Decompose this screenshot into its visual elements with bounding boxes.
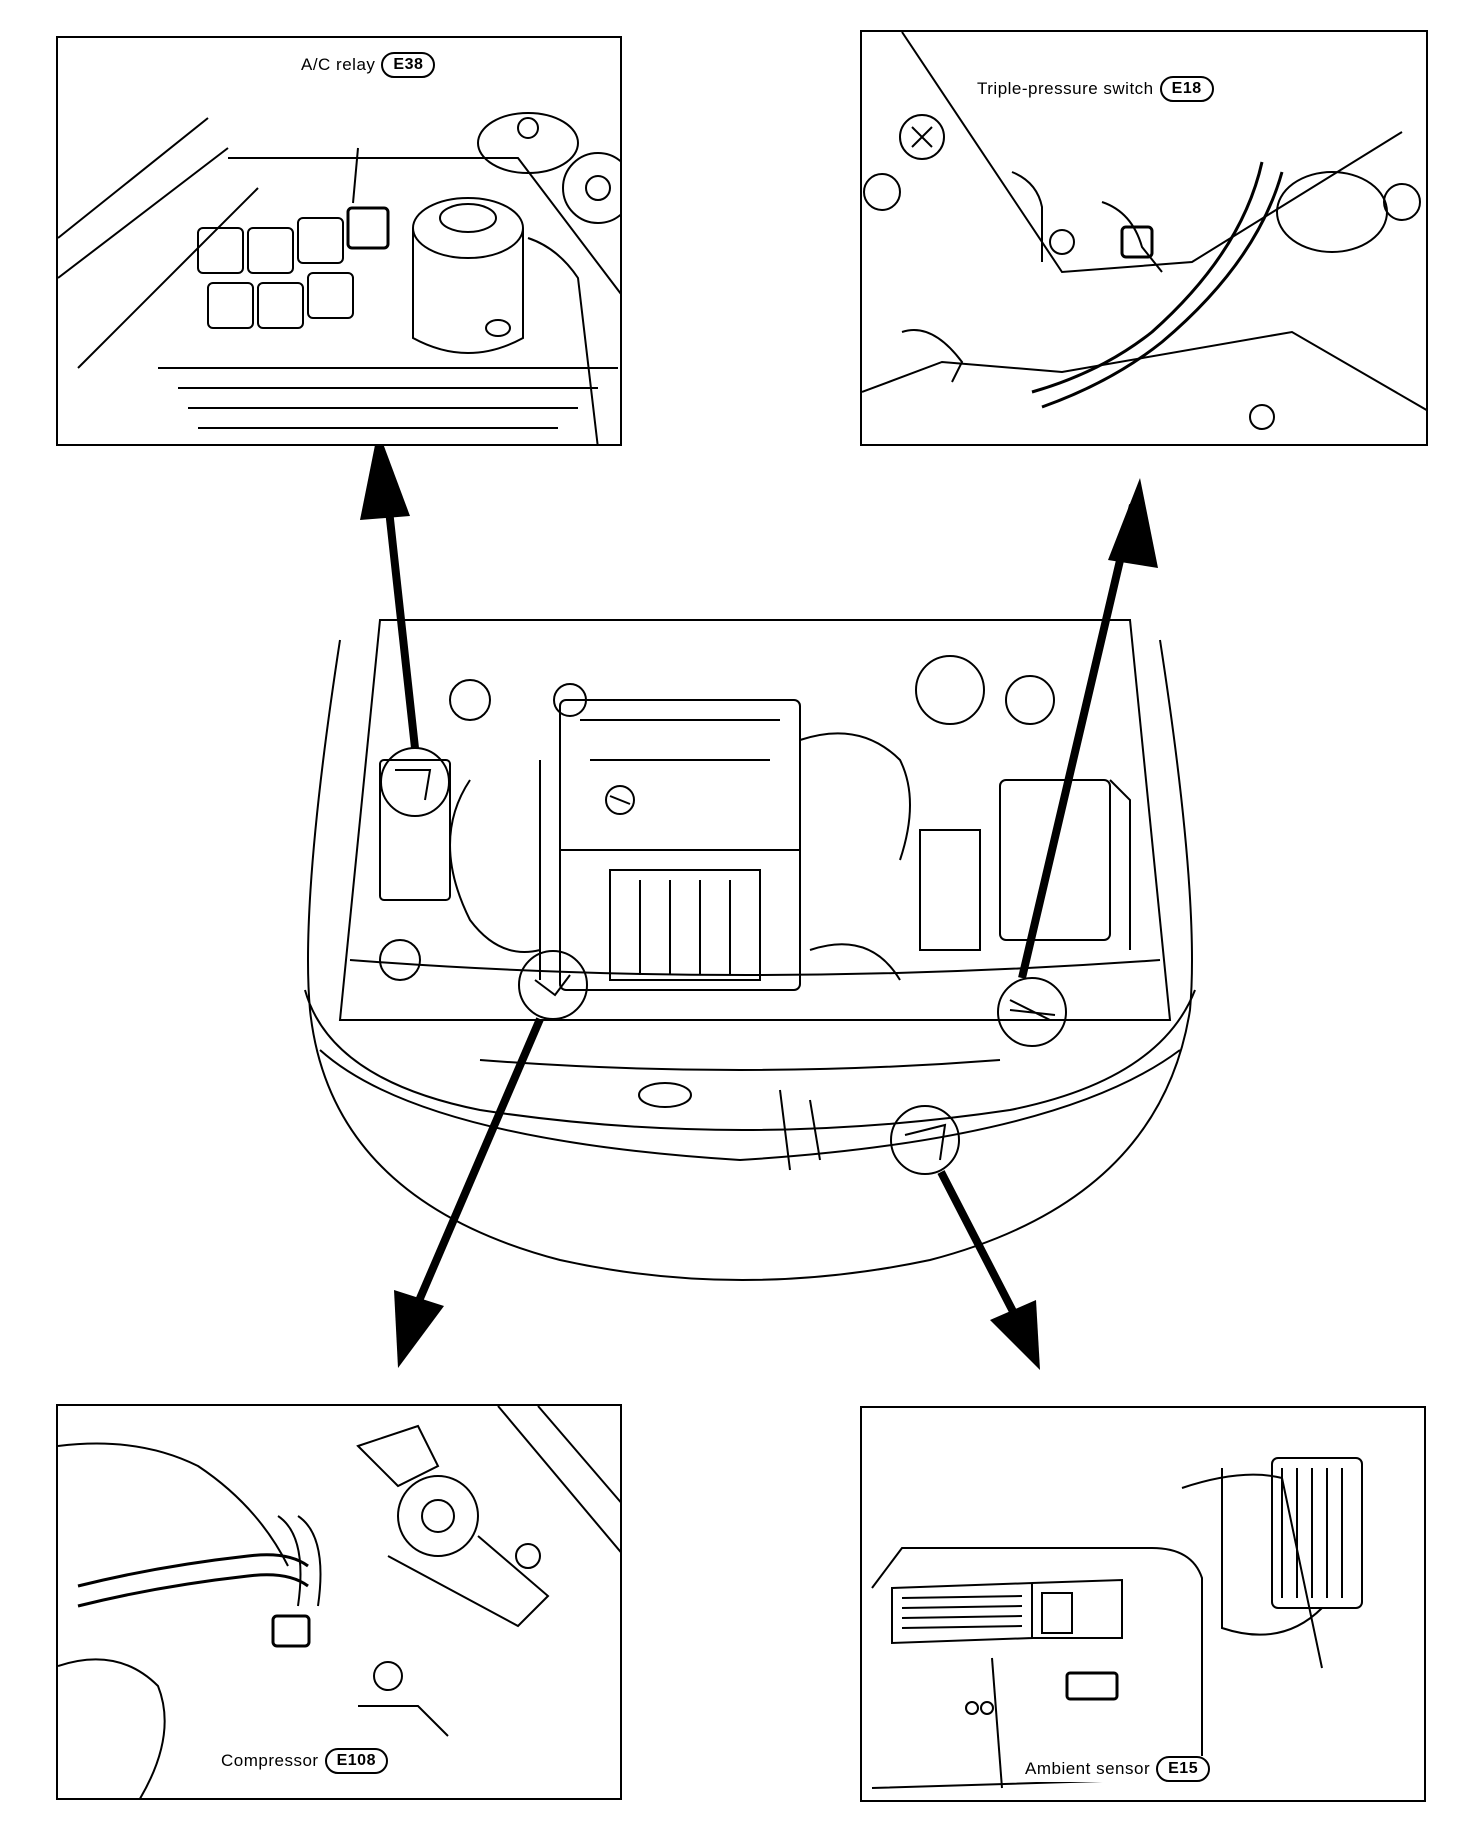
ambient-sensor-label: Ambient sensor E15 bbox=[1022, 1756, 1214, 1782]
triple-pressure-switch-illustration bbox=[862, 32, 1426, 430]
compressor-label-text: Compressor bbox=[221, 1751, 319, 1770]
ambient-sensor-label-text: Ambient sensor bbox=[1025, 1759, 1151, 1778]
triple-pressure-switch-label-text: Triple-pressure switch bbox=[977, 79, 1154, 98]
ac-relay-connector-badge: E38 bbox=[381, 52, 436, 78]
compressor-detail-panel: Compressor E108 bbox=[56, 1404, 622, 1800]
ambient-sensor-connector-badge: E15 bbox=[1156, 1756, 1211, 1782]
ambient-sensor-illustration bbox=[871, 1457, 1363, 1789]
ac-relay-illustration bbox=[58, 112, 620, 444]
compressor-label: Compressor E108 bbox=[218, 1748, 391, 1774]
triple-pressure-switch-detail-panel: Triple-pressure switch E18 bbox=[860, 30, 1428, 446]
ac-relay-label: A/C relay E38 bbox=[298, 52, 439, 78]
compressor-illustration bbox=[58, 1406, 620, 1798]
ac-relay-detail-panel: A/C relay E38 bbox=[56, 36, 622, 446]
ambient-sensor-detail-panel: Ambient sensor E15 bbox=[860, 1406, 1426, 1802]
ac-relay-label-text: A/C relay bbox=[301, 55, 376, 74]
triple-pressure-switch-label: Triple-pressure switch E18 bbox=[974, 76, 1217, 102]
triple-pressure-switch-connector-badge: E18 bbox=[1159, 76, 1214, 102]
compressor-connector-badge: E108 bbox=[324, 1748, 388, 1774]
